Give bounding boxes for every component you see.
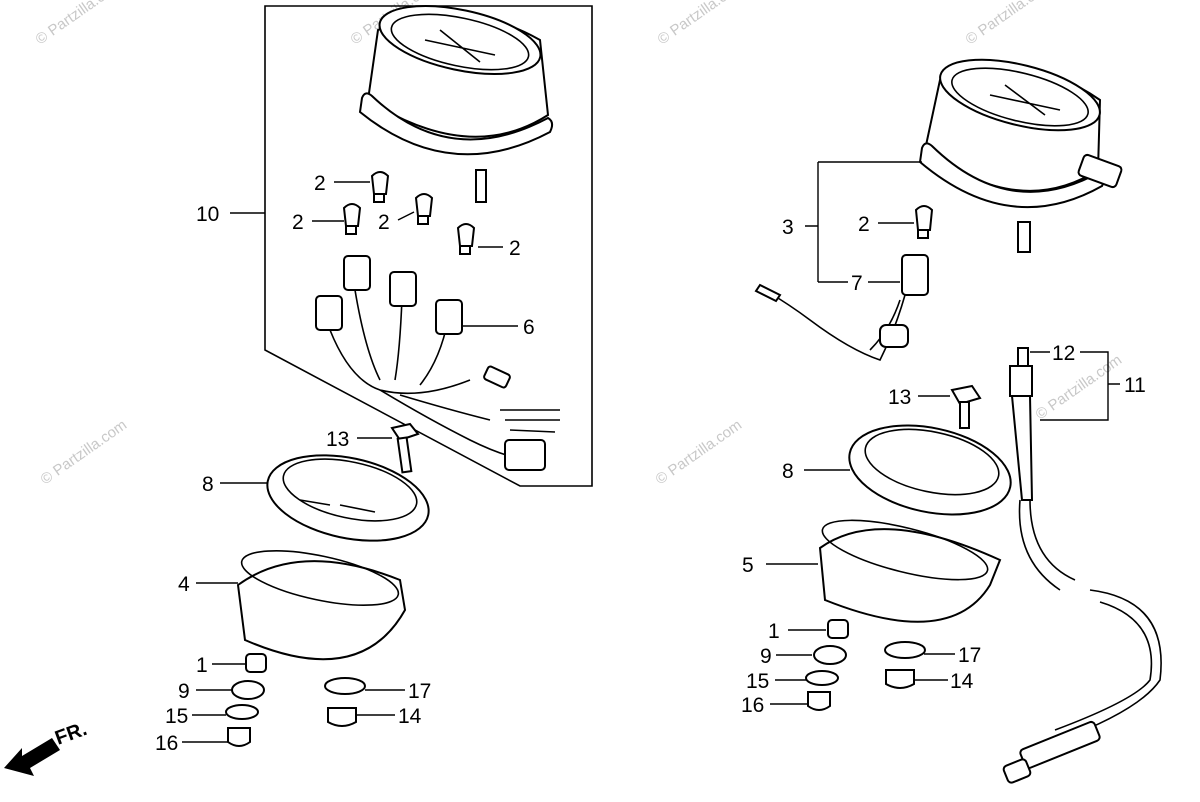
watermark: © Partzilla.com	[1033, 351, 1126, 423]
callout-2: 2	[509, 237, 521, 260]
callout-14: 14	[398, 705, 422, 728]
meter-cover-left	[236, 550, 407, 661]
meter-cover-right	[818, 519, 1002, 623]
callout-4: 4	[178, 573, 190, 596]
meter-case-right	[848, 424, 1012, 516]
bulb-socket-right	[754, 205, 934, 361]
speedometer-cable	[1002, 347, 1162, 784]
callout-17: 17	[408, 680, 431, 703]
callout-9: 9	[760, 645, 772, 668]
callout-3: 3	[782, 216, 794, 239]
front-arrow-icon: FR.	[4, 718, 90, 776]
meter-left	[358, 5, 554, 203]
callout-10: 10	[196, 203, 219, 226]
bolt-left	[390, 422, 420, 474]
watermark: © Partzilla.com	[33, 0, 126, 48]
callouts-left: 10 2 2 2 2 6 13 8 4 1 9 15 16 17 14	[155, 172, 535, 755]
callout-2: 2	[858, 213, 870, 236]
callout-1: 1	[196, 654, 208, 677]
callouts-right: 3 2 7 12 11 13 8 5 1 9 15 16 17 14	[741, 213, 1146, 717]
socket-harness-left	[315, 255, 560, 471]
callout-2: 2	[378, 211, 390, 234]
watermark: © Partzilla.com	[38, 416, 131, 488]
callout-17: 17	[958, 644, 981, 667]
callout-2: 2	[314, 172, 326, 195]
assembly-10-outline	[264, 5, 593, 487]
callout-15: 15	[746, 670, 769, 693]
callout-16: 16	[741, 694, 764, 717]
meter-right	[918, 58, 1123, 253]
callout-16: 16	[155, 732, 178, 755]
callout-1: 1	[768, 620, 780, 643]
callout-12: 12	[1052, 342, 1075, 365]
callout-7: 7	[851, 272, 863, 295]
watermark: © Partzilla.com	[963, 0, 1056, 48]
watermark: © Partzilla.com	[653, 416, 746, 488]
callout-13: 13	[888, 386, 911, 409]
bolt-right	[950, 384, 982, 429]
leaders-right	[766, 161, 1120, 705]
watermark: © Partzilla.com	[655, 0, 748, 48]
hardware-right	[805, 619, 926, 711]
callout-9: 9	[178, 680, 190, 703]
callout-8: 8	[782, 460, 794, 483]
bulb-icons-left	[342, 171, 476, 255]
leaders-left	[182, 181, 518, 743]
callout-6: 6	[523, 316, 535, 339]
callout-13: 13	[326, 428, 349, 451]
callout-8: 8	[202, 473, 214, 496]
hardware-left	[225, 653, 366, 747]
callout-11: 11	[1124, 374, 1146, 397]
meter-case-left	[266, 454, 430, 542]
callout-5: 5	[742, 554, 754, 577]
callout-2: 2	[292, 211, 304, 234]
front-label: FR.	[52, 718, 90, 750]
callout-14: 14	[950, 670, 974, 693]
callout-15: 15	[165, 705, 188, 728]
